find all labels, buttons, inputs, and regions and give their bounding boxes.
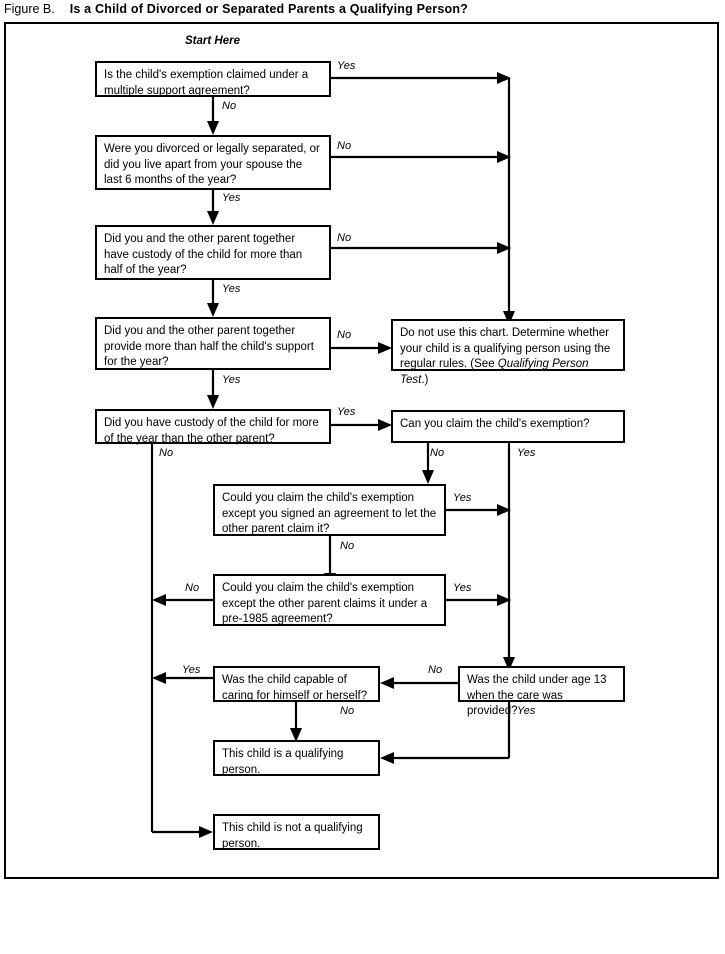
edge-label-n5-no: No [159, 447, 174, 459]
node-can-you-claim-exemption[interactable]: Can you claim the child's exemption? [391, 410, 625, 443]
edge-label-n8-no: No [340, 540, 355, 552]
node-joint-support-half[interactable]: Did you and the other parent together pr… [95, 317, 331, 370]
edge-label-n10-no: No [428, 664, 443, 676]
start-here-label: Start Here [185, 35, 240, 47]
figure-label: Figure B. [4, 2, 55, 16]
do-not-use-text-part1: Do not use this chart. Determine whether… [400, 327, 611, 370]
edge-label-n8-yes: Yes [453, 492, 472, 504]
node-child-under-age-13[interactable]: Was the child under age 13 when the care… [458, 666, 625, 717]
edge-label-n9-no: No [185, 582, 200, 594]
edge-label-n4-no: No [337, 329, 352, 341]
edge-label-n3-no: No [337, 232, 352, 244]
node-pre-1985-agreement[interactable]: Could you claim the child's exemption ex… [213, 574, 446, 626]
node-signed-agreement-to-let-other-parent-claim[interactable]: Could you claim the child's exemption ex… [213, 484, 446, 536]
edge-label-n1-no: No [222, 100, 237, 112]
edge-label-n7-no: No [430, 447, 445, 459]
do-not-use-text-part2: .) [421, 373, 429, 386]
edge-label-n5-yes: Yes [337, 406, 356, 418]
node-joint-custody-half-year[interactable]: Did you and the other parent together ha… [95, 225, 331, 280]
node-do-not-use-this-chart[interactable]: Do not use this chart. Determine whether… [391, 319, 625, 386]
node-is-qualifying-person[interactable]: This child is a qualifying person. [213, 740, 380, 776]
edge-label-n2-no: No [337, 140, 352, 152]
edge-label-n11-no: No [340, 705, 355, 717]
qualifying-person-test-reference: Qualifying Person Test [400, 358, 589, 386]
figure-headline: Is a Child of Divorced or Separated Pare… [69, 2, 469, 16]
edge-label-n9-yes: Yes [453, 582, 472, 594]
node-is-not-qualifying-person[interactable]: This child is not a qualifying person. [213, 814, 380, 850]
edge-label-n1-yes: Yes [337, 60, 356, 72]
node-custody-more-than-other-parent[interactable]: Did you have custody of the child for mo… [95, 409, 331, 445]
edge-label-n10-yes: Yes [517, 705, 536, 717]
node-child-capable-of-self-care[interactable]: Was the child capable of caring for hims… [213, 666, 380, 702]
node-multiple-support-agreement[interactable]: Is the child's exemption claimed under a… [95, 61, 331, 97]
edge-label-n7-yes: Yes [517, 447, 536, 459]
node-divorced-or-separated[interactable]: Were you divorced or legally separated, … [95, 135, 331, 190]
edge-label-n11-yes: Yes [182, 664, 201, 676]
edge-label-n3-yes: Yes [222, 283, 241, 295]
edge-label-n2-yes: Yes [222, 192, 241, 204]
figure-title: Figure B. Is a Child of Divorced or Sepa… [4, 1, 468, 17]
edge-label-n4-yes: Yes [222, 374, 241, 386]
